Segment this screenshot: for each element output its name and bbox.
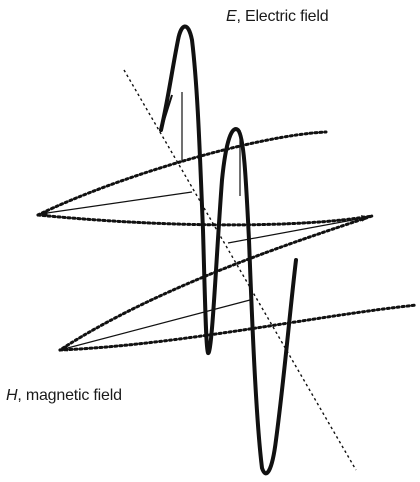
magnetic-field-loop-middle <box>36 213 373 352</box>
magnetic-field-text: , magnetic field <box>17 387 122 404</box>
electric-field-wave <box>159 24 298 476</box>
electric-field-label: E, Electric field <box>226 8 329 26</box>
magnetic-field-arrow-left <box>39 191 193 217</box>
electric-field-symbol: E <box>226 8 237 25</box>
magnetic-field-loop-lower <box>58 303 419 352</box>
magnetic-field-loop-upper <box>36 130 328 217</box>
electric-field-text: , Electric field <box>236 8 329 25</box>
magnetic-field-symbol: H <box>6 387 18 404</box>
magnetic-field-arrow-right <box>227 215 370 244</box>
magnetic-field-label: H, magnetic field <box>6 387 122 405</box>
electric-field-lead-in <box>160 94 173 131</box>
propagation-axis <box>123 69 357 471</box>
magnetic-field-arrow-lower-left <box>59 299 251 352</box>
